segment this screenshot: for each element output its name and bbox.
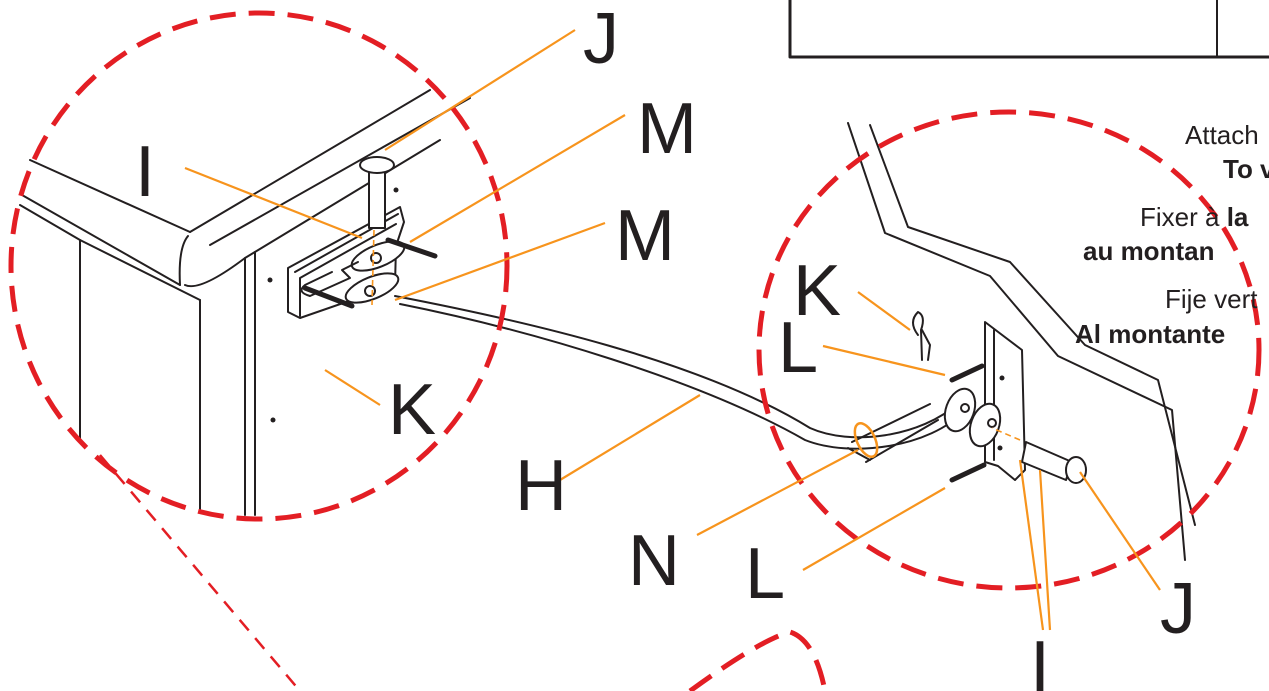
label-i-left: I [135, 132, 155, 212]
right-detail-circle [756, 109, 1262, 591]
note-es-2: Al montante [1075, 319, 1225, 349]
leader-lines [184, 29, 1161, 631]
leader-i-left [184, 166, 363, 240]
label-m-mid: M [615, 196, 675, 276]
leader-i-bottom-1 [1018, 459, 1045, 631]
leader-k-right [857, 291, 911, 331]
part-labels: J M M I K H N L K L J I [135, 0, 1196, 691]
label-l-right: L [778, 308, 818, 388]
leader-h [559, 394, 701, 481]
note-en-2: To v [1223, 154, 1269, 184]
label-k-right: K [793, 251, 841, 331]
instruction-text: Attach To v Fixer à la au montan Fije ve… [1075, 120, 1269, 349]
note-es-1: Fije vert [1165, 284, 1258, 314]
label-n: N [628, 521, 680, 601]
label-h: H [515, 446, 567, 526]
right-wall-detail [847, 122, 1196, 561]
leader-n [696, 449, 859, 536]
right-bracket [943, 321, 1087, 484]
leader-l-right [822, 344, 946, 377]
label-j-top: J [583, 0, 619, 79]
leader-l-bottom [802, 487, 946, 571]
reference-box [788, 0, 1269, 59]
leader-m-mid [394, 221, 606, 302]
note-fr-1: Fixer à la [1140, 202, 1249, 232]
leader-i-bottom-2 [1038, 469, 1052, 631]
label-j-right: J [1160, 569, 1196, 649]
left-clip-k [300, 261, 359, 297]
hex-key-n [847, 403, 939, 463]
note-fr-2: au montan [1083, 236, 1214, 266]
right-clip-k [912, 311, 931, 361]
detail-circles [8, 10, 1262, 691]
label-i-bottom: I [1030, 627, 1050, 691]
left-cabinet-detail [19, 50, 471, 516]
leader-m-top [409, 114, 626, 243]
leader-j-right [1079, 471, 1161, 591]
label-k-left: K [388, 370, 436, 450]
label-l-bottom: L [745, 534, 785, 614]
strap-h [394, 295, 966, 450]
leader-j-top [384, 29, 576, 151]
left-bracket [287, 156, 438, 319]
leader-k-left [324, 369, 381, 406]
note-en-1: Attach [1185, 120, 1259, 150]
label-m-top: M [637, 89, 697, 169]
